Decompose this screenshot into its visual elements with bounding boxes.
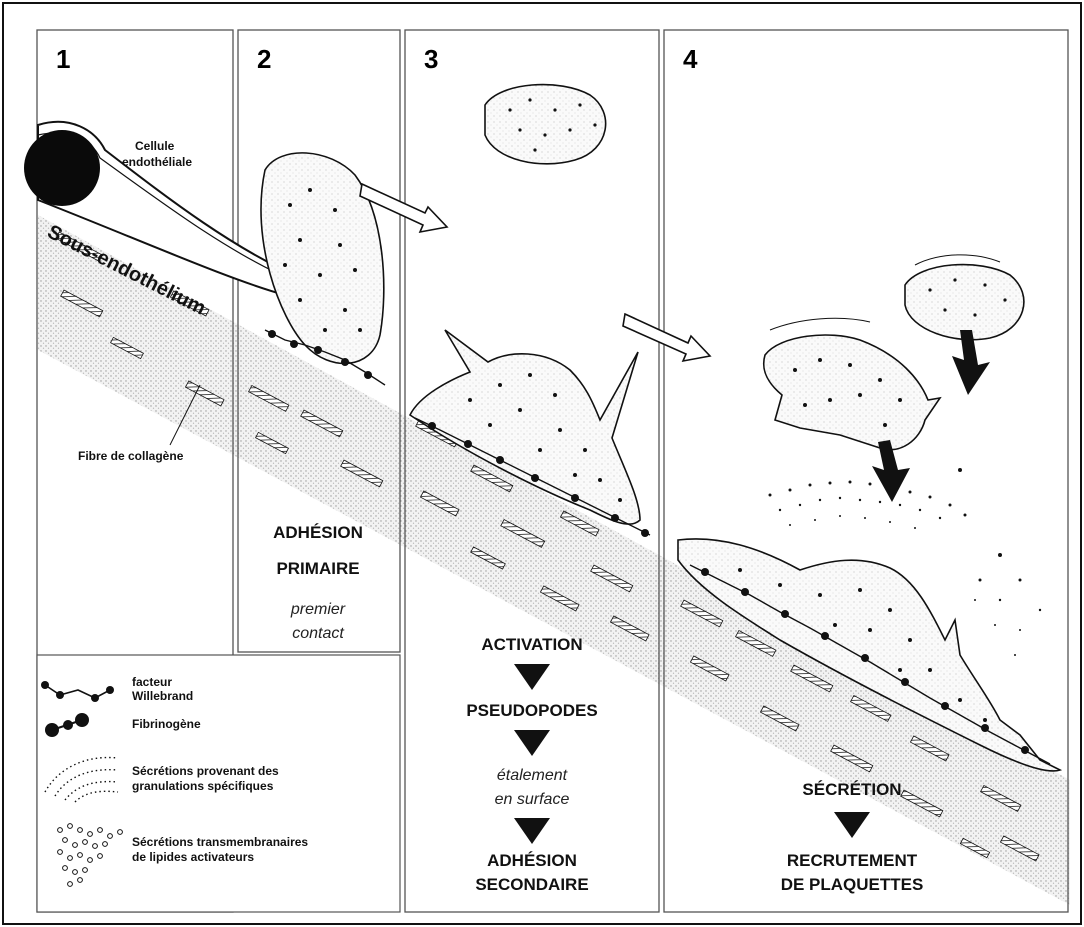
panel-3-step-secondary-line2: SECONDAIRE [475, 875, 588, 894]
legend-secretion-granules-line2: granulations spécifiques [132, 779, 274, 793]
panel-2-title-line1: ADHÉSION [273, 523, 363, 542]
panel-3-step-pseudopodes: PSEUDOPODES [466, 701, 597, 720]
panel-4-step-recruitment-line2: DE PLAQUETTES [781, 875, 924, 894]
panel-3-step-activation: ACTIVATION [481, 635, 582, 654]
panel-4-number: 4 [683, 44, 698, 74]
legend-secretion-granules-line1: Sécrétions provenant des [132, 764, 279, 778]
legend-secretion-lipids-line2: de lipides activateurs [132, 850, 254, 864]
panel-1-number: 1 [56, 44, 70, 74]
panel-2-note-line2: contact [292, 625, 344, 642]
panel-3-number: 3 [424, 44, 438, 74]
legend-secretion-lipids-line1: Sécrétions transmembranaires [132, 835, 308, 849]
panel-4-step-recruitment-line1: RECRUTEMENT [787, 851, 918, 870]
panel-3-step-spreading-line1: étalement [497, 767, 568, 784]
endothelial-nucleus [24, 130, 100, 206]
label-collagen: Fibre de collagène [78, 449, 184, 463]
legend: facteur Willebrand Fibrinogène Sécrétion… [37, 655, 400, 912]
label-cell-line1: Cellule [135, 139, 175, 153]
panel-3-step-secondary-line1: ADHÉSION [487, 851, 577, 870]
panel-2-title-line2: PRIMAIRE [276, 559, 359, 578]
panel-3-step-spreading-line2: en surface [495, 791, 570, 808]
legend-vwf-line1: facteur [132, 675, 172, 689]
panel-2-number: 2 [257, 44, 271, 74]
legend-fibrinogen: Fibrinogène [132, 717, 201, 731]
legend-vwf-line2: Willebrand [132, 689, 193, 703]
label-cell-line2: endothéliale [122, 155, 192, 169]
panel-4-step-secretion: SÉCRÉTION [802, 780, 901, 799]
platelet-panel-3-floating [485, 85, 606, 164]
panel-2-note-line1: premier [290, 601, 346, 618]
